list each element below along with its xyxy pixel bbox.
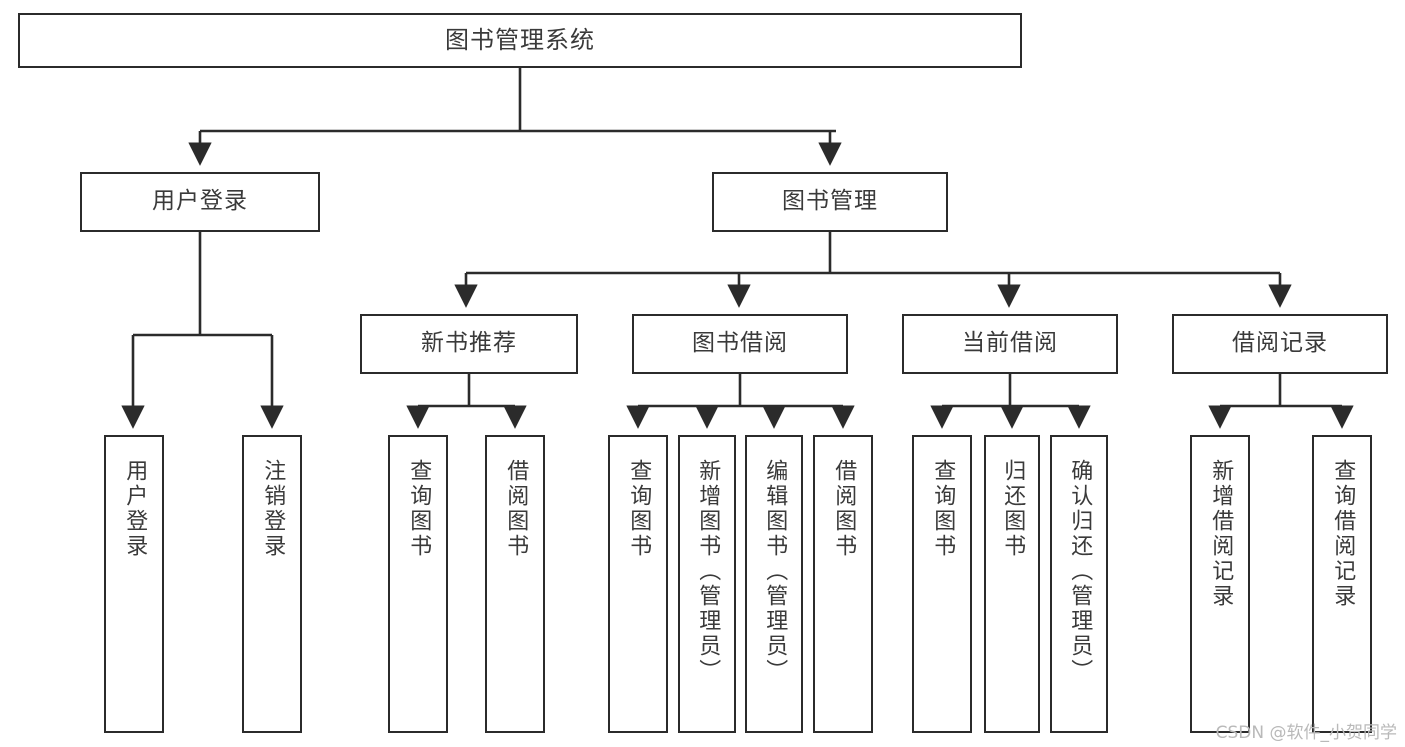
leaf-borrow-book-recommend-label: 借阅图书 [503, 459, 529, 559]
leaf-logout[interactable]: 注销登录 [242, 435, 302, 733]
node-book-borrow[interactable]: 图书借阅 [632, 314, 848, 374]
leaf-query-book-current-label: 查询图书 [930, 459, 956, 559]
leaf-add-book-admin[interactable]: 新增图书（管理员） [678, 435, 736, 733]
node-root[interactable]: 图书管理系统 [18, 13, 1022, 68]
leaf-borrow-book-label: 借阅图书 [831, 459, 857, 559]
leaf-query-borrow-record[interactable]: 查询借阅记录 [1312, 435, 1372, 733]
leaf-add-borrow-record[interactable]: 新增借阅记录 [1190, 435, 1250, 733]
leaf-query-borrow-record-label: 查询借阅记录 [1330, 459, 1356, 609]
leaf-return-book[interactable]: 归还图书 [984, 435, 1040, 733]
node-book-management-label: 图书管理 [782, 188, 878, 215]
leaf-query-book-borrow-label: 查询图书 [626, 459, 652, 559]
leaf-query-book-current[interactable]: 查询图书 [912, 435, 972, 733]
node-new-book-recommend[interactable]: 新书推荐 [360, 314, 578, 374]
leaf-user-login-label: 用户登录 [122, 459, 148, 559]
node-current-borrow[interactable]: 当前借阅 [902, 314, 1118, 374]
node-book-management[interactable]: 图书管理 [712, 172, 948, 232]
leaf-add-book-admin-label: 新增图书（管理员） [695, 459, 721, 684]
leaf-query-book-recommend[interactable]: 查询图书 [388, 435, 448, 733]
leaf-logout-label: 注销登录 [260, 459, 286, 559]
node-root-label: 图书管理系统 [445, 26, 595, 55]
leaf-confirm-return-admin[interactable]: 确认归还（管理员） [1050, 435, 1108, 733]
leaf-confirm-return-admin-label: 确认归还（管理员） [1067, 459, 1093, 684]
leaf-borrow-book-recommend[interactable]: 借阅图书 [485, 435, 545, 733]
csdn-watermark: CSDN @软件_小贺同学 [1215, 723, 1397, 743]
node-current-borrow-label: 当前借阅 [962, 330, 1058, 357]
node-user-login[interactable]: 用户登录 [80, 172, 320, 232]
leaf-add-borrow-record-label: 新增借阅记录 [1208, 459, 1234, 609]
leaf-edit-book-admin-label: 编辑图书（管理员） [762, 459, 788, 684]
node-book-borrow-label: 图书借阅 [692, 330, 788, 357]
leaf-edit-book-admin[interactable]: 编辑图书（管理员） [745, 435, 803, 733]
leaf-query-book-recommend-label: 查询图书 [406, 459, 432, 559]
leaf-query-book-borrow[interactable]: 查询图书 [608, 435, 668, 733]
node-borrow-records-label: 借阅记录 [1232, 330, 1328, 357]
node-borrow-records[interactable]: 借阅记录 [1172, 314, 1388, 374]
leaf-return-book-label: 归还图书 [1000, 459, 1026, 559]
leaf-borrow-book[interactable]: 借阅图书 [813, 435, 873, 733]
node-user-login-label: 用户登录 [152, 188, 248, 215]
node-new-book-recommend-label: 新书推荐 [421, 330, 517, 357]
leaf-user-login[interactable]: 用户登录 [104, 435, 164, 733]
